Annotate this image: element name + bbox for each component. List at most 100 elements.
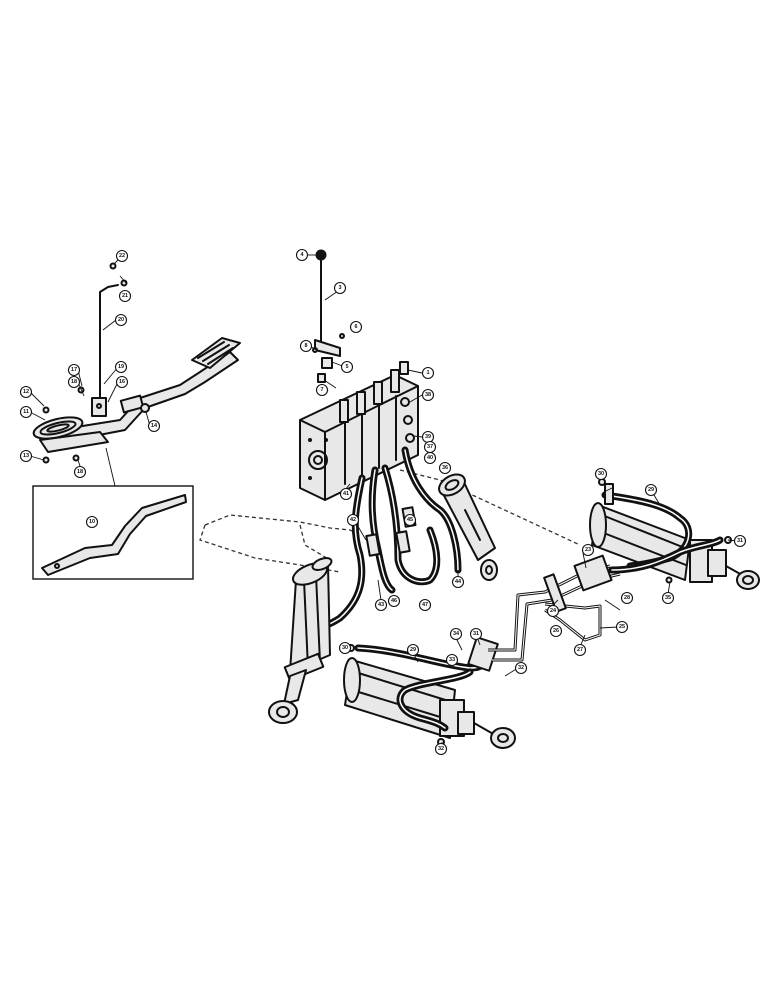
- svg-text:13: 13: [23, 453, 29, 459]
- callout-label: 26: [549, 624, 563, 638]
- callout-label: 40: [423, 451, 437, 465]
- callout-label: 17: [67, 363, 81, 377]
- svg-text:19: 19: [118, 364, 124, 370]
- svg-text:8: 8: [304, 343, 307, 349]
- callout-label: 27: [573, 643, 587, 657]
- svg-text:31: 31: [473, 631, 479, 637]
- callout-label: 47: [418, 598, 432, 612]
- callout-label: 45: [403, 513, 417, 527]
- callout-label: 31: [733, 534, 747, 548]
- inset-detail: [32, 485, 194, 580]
- svg-text:30: 30: [598, 471, 604, 477]
- svg-text:38: 38: [425, 392, 431, 398]
- svg-text:41: 41: [343, 491, 349, 497]
- callout-label: 32: [514, 661, 528, 675]
- callout-label: 35: [661, 591, 675, 605]
- svg-text:18: 18: [71, 379, 77, 385]
- callout-label: 19: [114, 360, 128, 374]
- callout-label: 18: [67, 375, 81, 389]
- callout-label: 41: [339, 487, 353, 501]
- svg-text:5: 5: [345, 364, 348, 370]
- svg-text:25: 25: [619, 624, 625, 630]
- svg-text:6: 6: [354, 324, 357, 330]
- pedal-assembly: [32, 262, 241, 487]
- right-pedal-pad: [191, 337, 241, 369]
- callout-label: 11: [19, 405, 33, 419]
- callout-label: 10: [85, 515, 99, 529]
- callout-label: 22: [115, 249, 129, 263]
- svg-text:28: 28: [624, 595, 630, 601]
- callout-label: 21: [118, 289, 132, 303]
- callout-label: 7: [315, 383, 329, 397]
- callout-label: 3: [333, 281, 347, 295]
- svg-text:16: 16: [119, 379, 125, 385]
- left-hydraulic-cylinder: [268, 557, 333, 724]
- svg-text:26: 26: [553, 628, 559, 634]
- callout-label: 43: [374, 598, 388, 612]
- svg-text:35: 35: [665, 595, 671, 601]
- callout-label: 38: [421, 388, 435, 402]
- svg-text:39: 39: [425, 434, 431, 440]
- svg-text:33: 33: [449, 657, 455, 663]
- callout-label: 46: [387, 594, 401, 608]
- svg-text:3: 3: [338, 285, 341, 291]
- part-callouts: 12 11 13 17 18 16 18 19 20 21 22 14 10 4…: [19, 248, 747, 756]
- svg-text:22: 22: [119, 253, 125, 259]
- svg-text:40: 40: [427, 455, 433, 461]
- callout-label: 42: [346, 513, 360, 527]
- center-cylinder: [438, 473, 498, 581]
- svg-text:21: 21: [122, 293, 128, 299]
- callout-label: 25: [615, 620, 629, 634]
- callout-label: 28: [620, 591, 634, 605]
- svg-text:47: 47: [422, 602, 428, 608]
- callout-label: 39: [421, 430, 435, 444]
- callout-label: 30: [594, 467, 608, 481]
- callout-label: 1: [421, 366, 435, 380]
- callout-label: 4: [295, 248, 309, 262]
- callout-label: 30: [338, 641, 352, 655]
- svg-text:45: 45: [407, 517, 413, 523]
- control-lever: [312, 249, 345, 383]
- svg-text:37: 37: [427, 444, 433, 450]
- svg-text:44: 44: [455, 579, 462, 585]
- left-pedal-pad: [32, 416, 84, 440]
- svg-text:29: 29: [648, 487, 654, 493]
- svg-text:27: 27: [577, 647, 583, 653]
- svg-text:14: 14: [151, 423, 158, 429]
- callout-label: 5: [340, 360, 354, 374]
- svg-text:42: 42: [350, 517, 356, 523]
- svg-text:11: 11: [23, 409, 29, 415]
- svg-text:32: 32: [438, 746, 444, 752]
- callout-label: 37: [423, 440, 437, 454]
- svg-text:46: 46: [391, 598, 397, 604]
- callout-label: 18: [73, 465, 87, 479]
- callout-label: 6: [349, 320, 363, 334]
- svg-text:24: 24: [550, 608, 557, 614]
- callout-label: 34: [449, 627, 463, 641]
- svg-text:4: 4: [300, 252, 304, 258]
- svg-text:23: 23: [585, 547, 591, 553]
- callout-label: 14: [147, 419, 161, 433]
- svg-text:34: 34: [453, 631, 460, 637]
- svg-text:12: 12: [23, 389, 29, 395]
- callout-label: 24: [546, 604, 560, 618]
- svg-text:31: 31: [737, 538, 743, 544]
- svg-text:7: 7: [320, 387, 323, 393]
- svg-text:18: 18: [77, 469, 83, 475]
- svg-text:30: 30: [342, 645, 348, 651]
- callout-label: 31: [469, 627, 483, 641]
- svg-text:1: 1: [426, 370, 429, 376]
- callout-label: 29: [644, 483, 658, 497]
- callout-label: 33: [445, 653, 459, 667]
- svg-text:20: 20: [118, 317, 124, 323]
- callout-label: 20: [114, 313, 128, 327]
- callout-label: 16: [115, 375, 129, 389]
- callout-label: 36: [438, 461, 452, 475]
- tractor-frame-outline: [199, 469, 581, 573]
- callout-label: 29: [406, 643, 420, 657]
- callout-label: 44: [451, 575, 465, 589]
- callout-label: 13: [19, 449, 33, 463]
- svg-text:10: 10: [89, 519, 95, 525]
- svg-text:43: 43: [378, 602, 384, 608]
